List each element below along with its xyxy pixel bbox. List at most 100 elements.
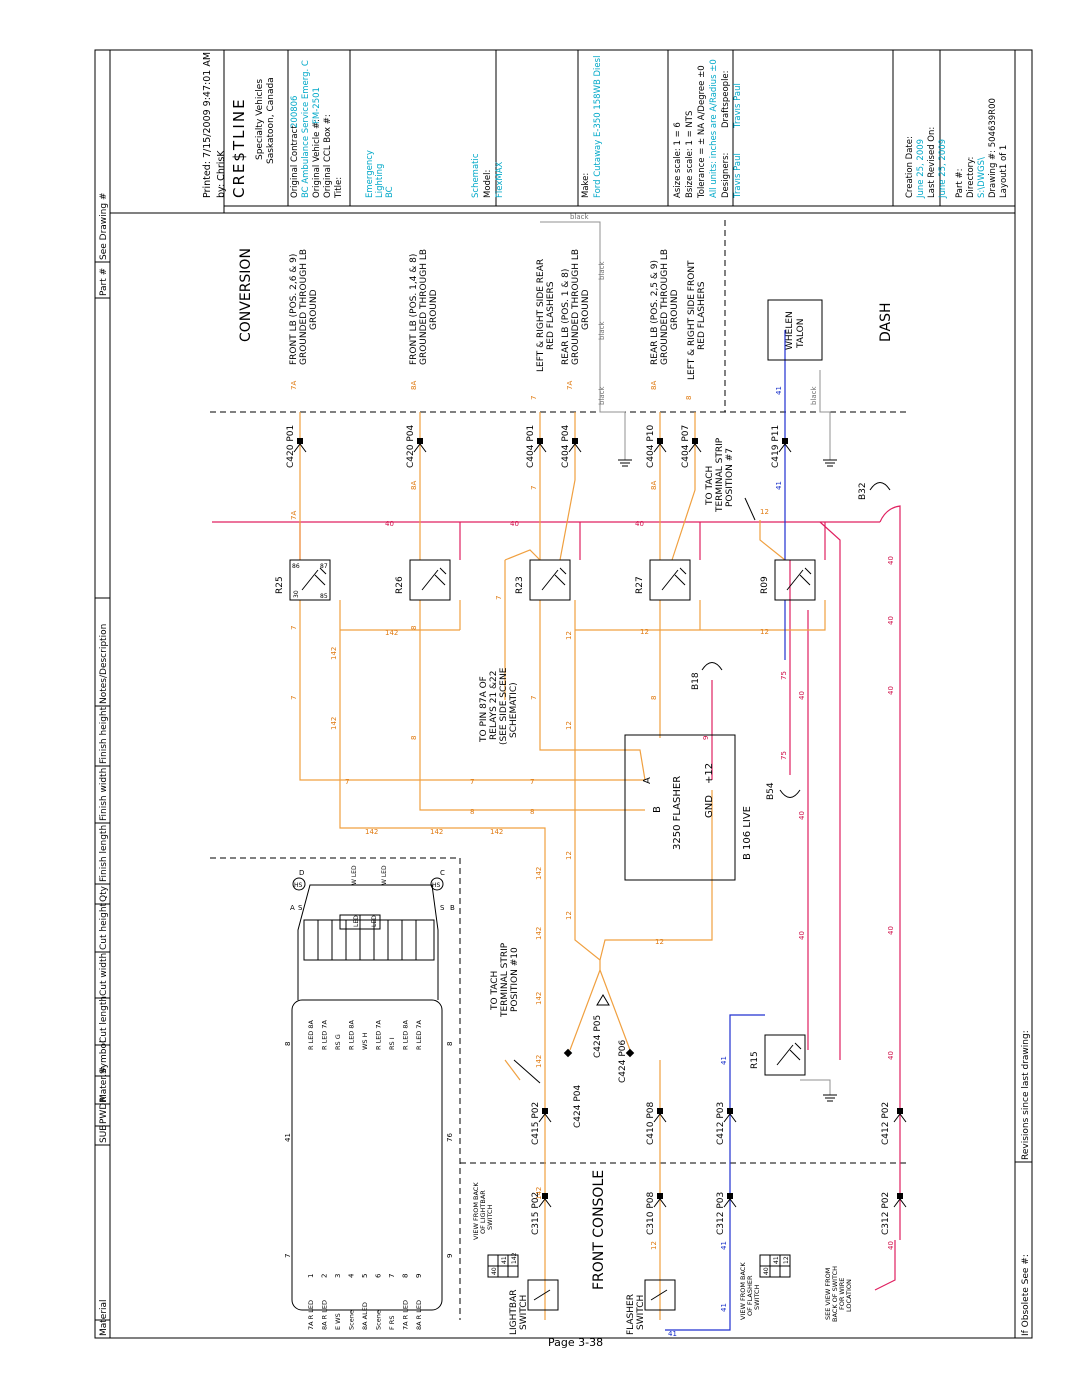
lightbar-position-9: 9 xyxy=(415,1274,423,1278)
vehicle-label: Original Vehicle #: xyxy=(312,119,322,198)
flasher-switch-grid: 40 41 12 xyxy=(759,1254,791,1278)
wire-8-label-f: 8 xyxy=(530,808,534,816)
lightbar-outline xyxy=(291,999,443,1311)
wire-12-label-h: 12 xyxy=(655,938,664,946)
connector-c404-p10: C404 P10 xyxy=(646,425,656,468)
ccl-box-label: Original CCL Box #: xyxy=(323,114,333,198)
lightbar-wire-76: 76 xyxy=(446,1133,454,1142)
draftspeople-value: Travis Paul xyxy=(733,83,743,129)
relay-r23: R23 xyxy=(515,559,571,601)
lightbar-position-3: 3 xyxy=(334,1274,342,1278)
lightbar-position-5: 5 xyxy=(361,1274,369,1278)
lightbar-wire-7-top: 7 xyxy=(284,1254,292,1258)
load-front-lb-269: FRONT LB (POS. 2,6 & 9) xyxy=(289,254,299,365)
lightbar-inner-label-3: RS G xyxy=(334,1034,342,1050)
wire-75-label-b: 75 xyxy=(780,751,788,760)
blue-wires: 41 41 41 41 41 41 xyxy=(665,330,786,1338)
title-line2: Lighting xyxy=(375,164,385,198)
wire-7a-label-c: 7A xyxy=(566,381,574,390)
center-led-1: LED xyxy=(353,915,360,927)
grid-cell-142: 142 xyxy=(511,1252,518,1264)
col-pwdr: PWDR xyxy=(99,1096,109,1124)
lightbar-position-4: 4 xyxy=(348,1273,356,1278)
wire-7a-label-b: 7A xyxy=(290,381,298,390)
lightbar-left-label-1: 7A R LED xyxy=(307,1300,315,1330)
make-value: Ford Cutaway E-350 158WB Diesl xyxy=(593,56,603,198)
lightbar-switch: LIGHTBAR SWITCH xyxy=(509,1279,559,1335)
designers-label: Designers: xyxy=(721,153,731,198)
flasher-name: 3250 FLASHER xyxy=(672,776,683,850)
relay-pin-85: 85 xyxy=(320,593,328,600)
lightbar-inner-label-5: WS H xyxy=(361,1032,369,1050)
note-flasher-view-3: SWITCH xyxy=(753,1284,761,1310)
col-cut-width: Cut width xyxy=(99,953,109,996)
lightbar-left-label-8: 7A R LED xyxy=(402,1300,410,1330)
note-87a-1: TO PIN 87A OF xyxy=(479,676,489,743)
relay-r25-label: R25 xyxy=(275,576,285,594)
tolerance: Tolerance = ± NA A/Degree ±0 xyxy=(697,65,707,199)
load-ground-2: GROUND xyxy=(429,289,439,330)
lightbar-switch-grid: 40 41 142 xyxy=(487,1252,519,1278)
creation-date-label: Creation Date: xyxy=(905,136,915,198)
wire-8-label-e: 8 xyxy=(470,808,474,816)
load-red-flashers-2: RED FLASHERS xyxy=(697,281,707,350)
wire-142-label-h: 142 xyxy=(535,927,543,940)
wire-142-label: 142 xyxy=(330,647,338,660)
wire-black-label: black xyxy=(570,213,590,221)
note-lightbar-view-2: OF LIGHTBAR xyxy=(479,1190,487,1234)
wire-7-label-g: 7 xyxy=(530,778,534,786)
connector-c310-p08: C310 P08 xyxy=(646,1192,656,1235)
load-labels: FRONT LB (POS. 2,6 & 9) GROUNDED THROUGH… xyxy=(289,249,707,380)
obsolete-label: If Obsolete See #: xyxy=(1021,1254,1031,1336)
model-label: Model: xyxy=(483,170,493,198)
load-front-lb-148: FRONT LB (POS. 1,4 & 8) xyxy=(409,254,419,365)
whelen-talon: WHELEN TALON xyxy=(767,299,823,361)
load-ground-3: GROUND xyxy=(581,289,591,330)
wire-142-label-k: 142 xyxy=(535,1187,543,1200)
note-tach7-1: TO TACH xyxy=(705,466,715,506)
end-wled-2: W LED xyxy=(381,865,388,885)
title-line3: BC xyxy=(385,186,395,198)
flasher-switch-label-2: SWITCH xyxy=(636,1295,646,1330)
flasher-switch-label-1: FLASHER xyxy=(626,1294,636,1335)
connector-c415-p02: C415 P02 xyxy=(531,1102,541,1145)
connector-glyphs xyxy=(293,438,907,1208)
relay-r15: R15 xyxy=(750,1034,806,1076)
wire-7-label-e: 7 xyxy=(345,778,349,786)
relay-pin-87: 87 xyxy=(320,563,328,570)
lightbar-left-label-2: 8A R LED xyxy=(321,1300,329,1330)
switches: LIGHTBAR SWITCH FLASHER SWITCH 40 41 142… xyxy=(487,1252,791,1335)
load-grounded-2: GROUNDED THROUGH LB xyxy=(419,249,429,365)
corner-s-top: S xyxy=(298,904,303,912)
load-grounded-4: GROUNDED THROUGH LB xyxy=(660,249,670,365)
last-revised-label: Last Revised On: xyxy=(927,127,937,198)
wire-142-label-i: 142 xyxy=(535,992,543,1005)
designers-value: Travis Paul xyxy=(733,153,743,199)
col-cut-length: Cut length xyxy=(99,996,109,1043)
relays: 30 87 85 86 R25 R26 R23 R27 R09 xyxy=(275,559,816,1076)
section-front-console: FRONT CONSOLE xyxy=(591,1170,607,1290)
wire-41-label-c: 41 xyxy=(720,1056,728,1065)
wire-40-label-b: 40 xyxy=(510,520,519,528)
relay-r27-label: R27 xyxy=(635,576,645,594)
connector-c315-p02: C315 P02 xyxy=(531,1192,541,1235)
lightbar-inner-label-6: R LED 7A xyxy=(375,1019,383,1050)
wire-40-label-e: 40 xyxy=(887,616,895,625)
wire-7-label-h: 7 xyxy=(495,596,503,600)
wire-black-label-d: black xyxy=(598,385,606,405)
notes: TO TACH TERMINAL STRIP POSITION #7 TO TA… xyxy=(472,437,853,1322)
lightbar-inner-label-4: R LED 8A xyxy=(348,1019,356,1050)
wire-black-label-e: black xyxy=(810,385,818,405)
by-text: by: ChrisK xyxy=(216,150,227,198)
wire-40-label-j: 40 xyxy=(798,691,806,700)
hs-circle-c xyxy=(430,877,444,891)
col-sub: SUB xyxy=(99,1125,109,1143)
title-block: Printed: 7/15/2009 9:47:01 AM by: ChrisK… xyxy=(202,50,1015,207)
note-switch-view-4: LOCATION xyxy=(845,1279,853,1312)
corner-a: A xyxy=(290,904,295,912)
wire-40-label-i: 40 xyxy=(887,1241,895,1250)
breaker-b18: B18 xyxy=(691,672,701,690)
section-dash: DASH xyxy=(878,302,894,342)
creation-date-value: June 25, 2009 xyxy=(916,139,926,199)
connector-c404-p01: C404 P01 xyxy=(526,425,536,468)
